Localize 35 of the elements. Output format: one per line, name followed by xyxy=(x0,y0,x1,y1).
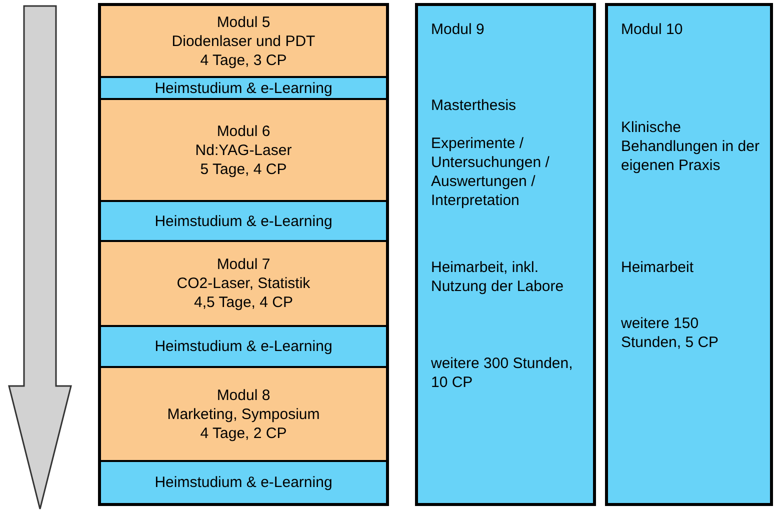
band-label: Heimstudium & e-Learning xyxy=(154,78,332,98)
module-text: Experimente / Untersuchungen / Auswertungen / Interpretation xyxy=(431,134,550,210)
module-text: 4 Tage, 2 CP xyxy=(200,424,287,442)
module-text: Nd:YAG-Laser xyxy=(195,140,292,160)
module-text: Diodenlaser und PDT xyxy=(172,32,316,50)
module-heading: Modul 5 xyxy=(216,12,270,32)
module-text: weitere 150 Stunden, 5 CP xyxy=(621,314,720,352)
module-box xyxy=(98,368,389,462)
module-column xyxy=(605,3,773,506)
module-text: Klinische Behandlungen in der eigenen Praxis xyxy=(621,118,760,175)
study-band xyxy=(98,327,389,368)
module-heading: Modul 6 xyxy=(216,122,270,140)
module-column xyxy=(415,3,596,506)
module-text: 4,5 Tage, 4 CP xyxy=(194,293,293,312)
module-box xyxy=(98,100,389,202)
module-box xyxy=(98,3,389,78)
module-heading: Modul 8 xyxy=(216,386,270,404)
module-heading: Modul 9 xyxy=(431,20,486,39)
band-label: Heimstudium & e-Learning xyxy=(154,473,332,492)
module-text: Masterthesis xyxy=(431,96,518,115)
study-band xyxy=(98,462,389,506)
band-label: Heimstudium & e-Learning xyxy=(154,212,332,230)
band-label: Heimstudium & e-Learning xyxy=(154,337,332,356)
study-band xyxy=(98,78,389,100)
study-band xyxy=(98,202,389,242)
module-box xyxy=(98,242,389,327)
module-text: Heimarbeit, inkl. Nutzung der Labore xyxy=(431,258,565,296)
module-text: Heimarbeit xyxy=(621,258,695,277)
module-text: 4 Tage, 3 CP xyxy=(200,50,287,70)
module-text: 5 Tage, 4 CP xyxy=(200,160,287,178)
module-text: weitere 300 Stunden, 10 CP xyxy=(431,354,574,392)
module-heading: Modul 7 xyxy=(216,255,270,274)
module-text: Marketing, Symposium xyxy=(167,404,320,424)
module-heading: Modul 10 xyxy=(621,20,684,39)
module-text: CO2-Laser, Statistik xyxy=(176,274,310,293)
